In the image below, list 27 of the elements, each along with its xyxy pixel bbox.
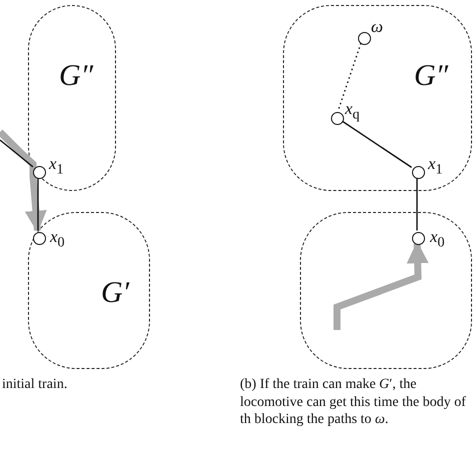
vertex-label: x$_{1}$ [49, 155, 64, 177]
edge-line [0, 139, 34, 168]
region-label: G″ [414, 61, 448, 91]
edge-line [416, 178, 418, 230]
region-label: G″ [59, 61, 94, 91]
region-outline [300, 212, 472, 369]
region-label: G′ [101, 278, 130, 308]
path-arrow [334, 241, 429, 330]
caption-text: (b) If the train can make G′, the locomotive can get this time the body of th blocking the paths to ω. [240, 376, 467, 428]
region-outline [283, 5, 472, 191]
vertex-label: x$_{q}$ [345, 100, 360, 122]
edge-line [37, 178, 39, 230]
vertex-label: x$_{0}$ [430, 228, 445, 250]
vertex-circle [412, 166, 424, 178]
vertex-label: x$_{1}$ [428, 155, 443, 177]
caption-text: initial train. [2, 376, 68, 394]
region-outline [28, 212, 150, 369]
vertex-label: x$_{0}$ [50, 228, 65, 250]
vertex-label: ω [371, 18, 384, 35]
vertex-circle [330, 112, 344, 124]
edge-line [341, 120, 412, 168]
vertex-circle [32, 232, 46, 244]
dotted-edge [337, 42, 362, 112]
region-outline [28, 5, 116, 191]
vertex-circle [412, 232, 424, 244]
path-arrow [0, 130, 47, 233]
vertex-circle [358, 32, 370, 44]
